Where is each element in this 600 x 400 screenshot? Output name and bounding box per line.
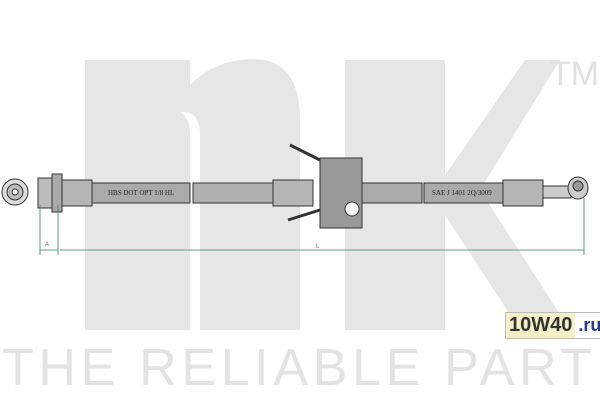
hose-label-left: HBS DOT OPT 1/8 HL: [108, 189, 174, 197]
trademark: TM: [550, 55, 599, 93]
dimension-lines: [39, 198, 585, 255]
site-badge-tld: .ru: [575, 313, 600, 338]
site-badge: 10W40 .ru: [505, 312, 600, 339]
dimension-a: A: [45, 242, 49, 248]
nk-watermark: [85, 59, 570, 331]
dimension-length: L: [316, 244, 320, 250]
site-badge-main: 10W40: [506, 313, 576, 338]
brake-hose: [1, 143, 589, 229]
hose-label-right: SAE J 1401 2Q/3009: [432, 189, 492, 197]
slogan: THE RELIABLE PART: [2, 339, 592, 397]
